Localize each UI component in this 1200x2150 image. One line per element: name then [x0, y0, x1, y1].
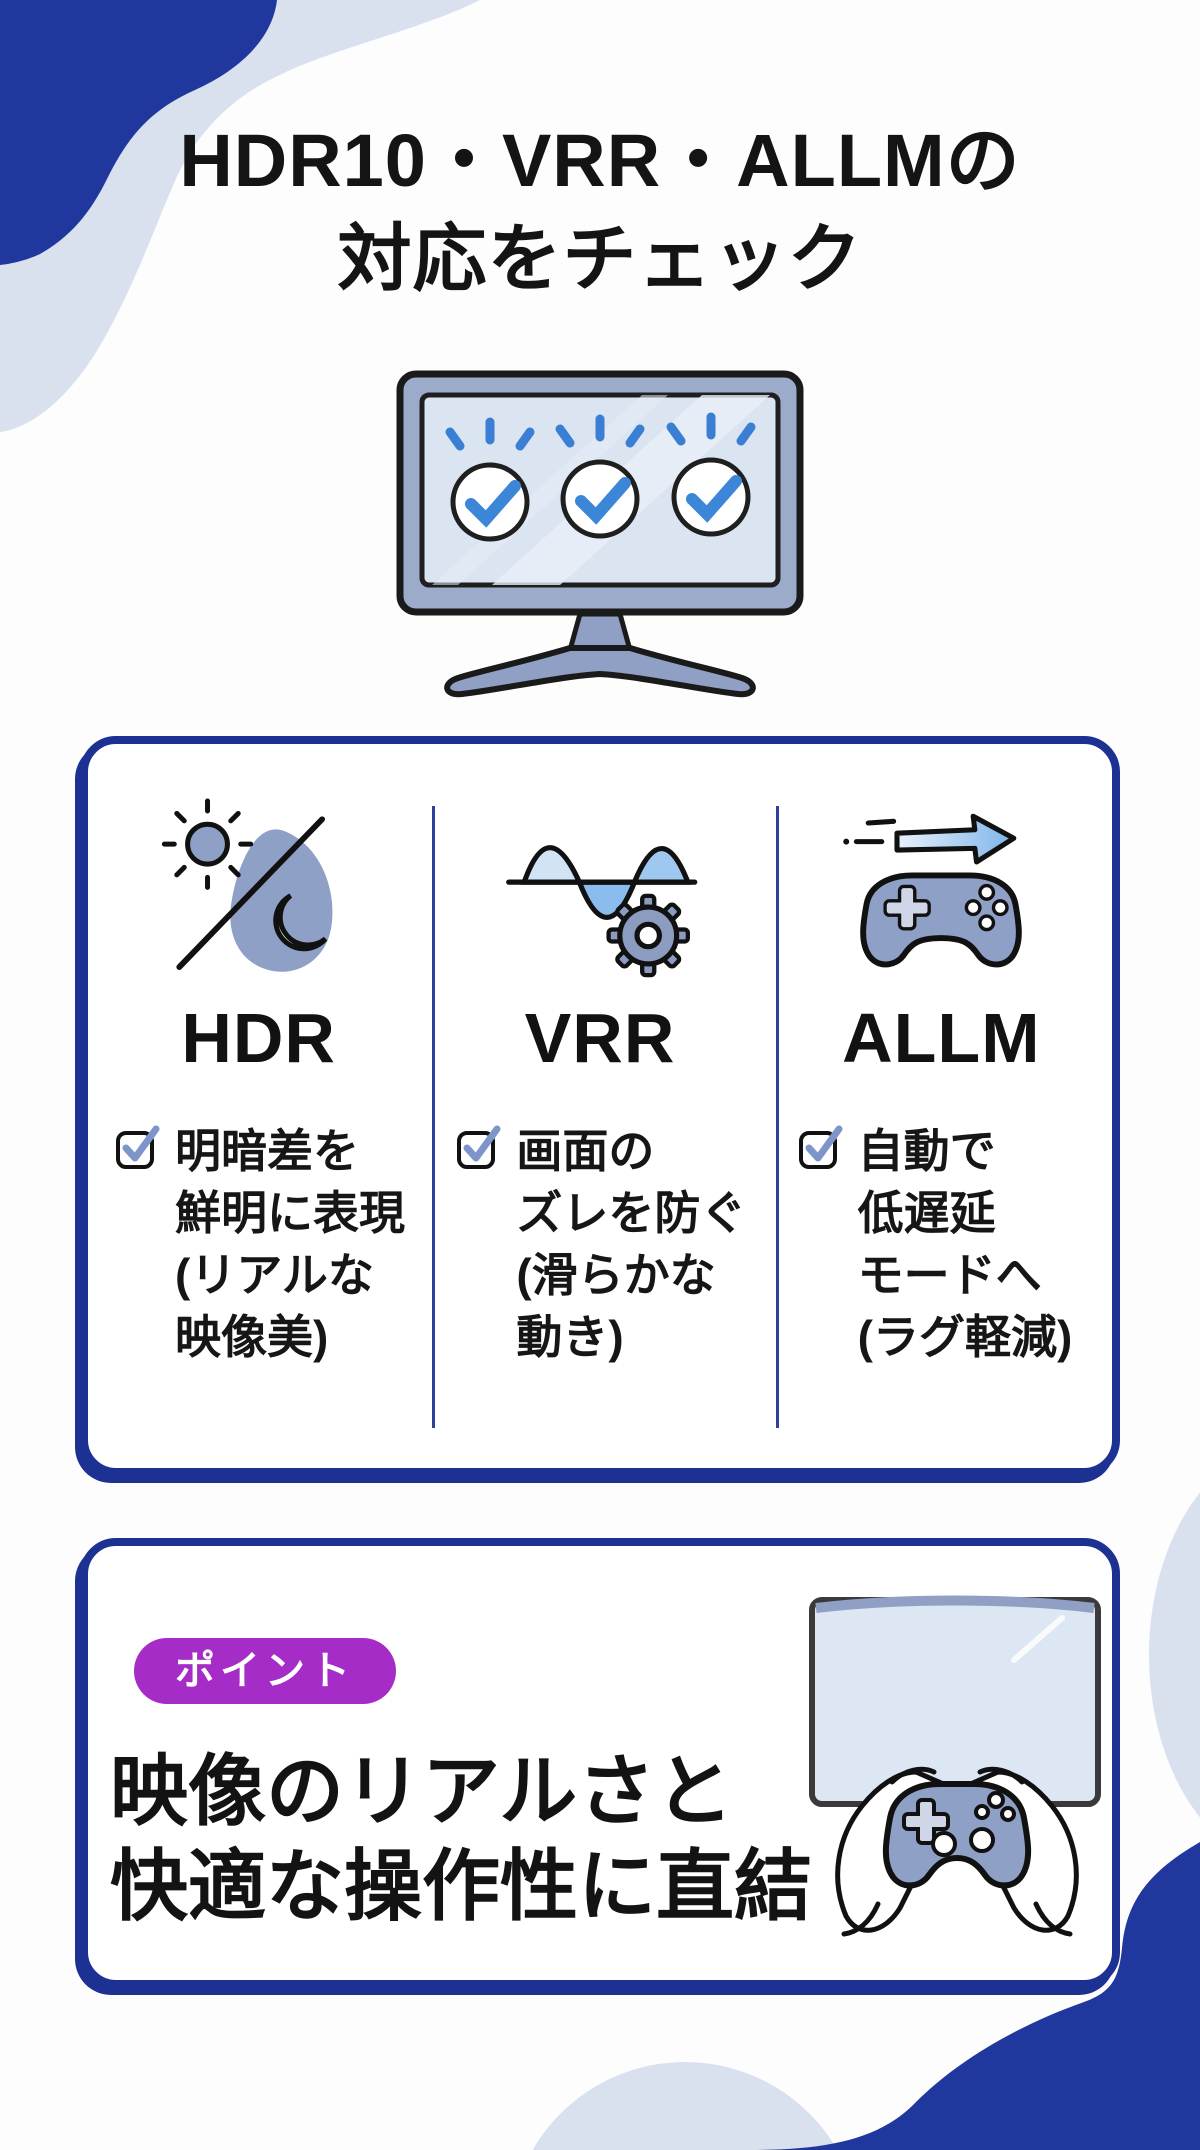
waveform-gear-icon: [495, 796, 705, 982]
top-left-dark-blob: [0, 0, 277, 265]
feature-column-vrr: VRR 画面の ズレを防ぐ (滑らかな 動き): [429, 744, 770, 1468]
page-title-line2: 対応をチェック: [337, 217, 863, 300]
feature-description: 明暗差を 鮮明に表現 (リアルな 映像美): [175, 1125, 405, 1363]
feature-title-hdr: HDR: [181, 999, 336, 1077]
feature-column-hdr: HDR 明暗差を 鮮明に表現 (リアルな 映像美): [88, 744, 429, 1468]
column-divider: [776, 806, 779, 1428]
feature-description: 自動で 低遅延 モードへ (ラグ軽減): [857, 1125, 1073, 1363]
checkbox-icon: [116, 1125, 160, 1169]
gamepad-speed-arrow-icon: [831, 796, 1051, 982]
feature-check-item: 画面の ズレを防ぐ (滑らかな 動き): [455, 1120, 746, 1368]
sun-moon-contrast-icon: [159, 796, 359, 982]
feature-check-item: 明暗差を 鮮明に表現 (リアルな 映像美): [114, 1120, 405, 1368]
feature-title-allm: ALLM: [842, 999, 1041, 1077]
tv-with-checkmarks-illustration: [396, 370, 804, 698]
checkbox-icon: [457, 1125, 501, 1169]
feature-column-allm: ALLM 自動で 低遅延 モードへ (ラグ軽減): [771, 744, 1112, 1468]
point-card: ポイント 映像のリアルさと 快適な操作性に直結: [80, 1538, 1120, 1988]
feature-title-vrr: VRR: [524, 999, 676, 1077]
point-text: 映像のリアルさと 快適な操作性に直結: [110, 1744, 812, 1934]
column-divider: [432, 806, 435, 1428]
features-card: HDR 明暗差を 鮮明に表現 (リアルな 映像美): [80, 736, 1120, 1476]
feature-description: 画面の ズレを防ぐ (滑らかな 動き): [516, 1125, 747, 1363]
checkbox-icon: [798, 1125, 843, 1169]
bottom-light-blob: [532, 2062, 838, 2150]
page-title: HDR10・VRR・ALLMの 対応をチェック: [0, 112, 1200, 308]
page-title-line1: HDR10・VRR・ALLMの: [179, 119, 1021, 202]
right-edge-light-blob: [1149, 1492, 1200, 1818]
bottom-right-dark-blob: [748, 1842, 1200, 2150]
hands-gamepad-tv-illustration: [809, 1595, 1101, 1937]
feature-check-item: 自動で 低遅延 モードへ (ラグ軽減): [797, 1120, 1073, 1368]
point-text-line2: 快適な操作性に直結: [110, 1842, 813, 1930]
point-text-line1: 映像のリアルさと: [110, 1747, 734, 1835]
point-badge: ポイント: [134, 1638, 396, 1704]
